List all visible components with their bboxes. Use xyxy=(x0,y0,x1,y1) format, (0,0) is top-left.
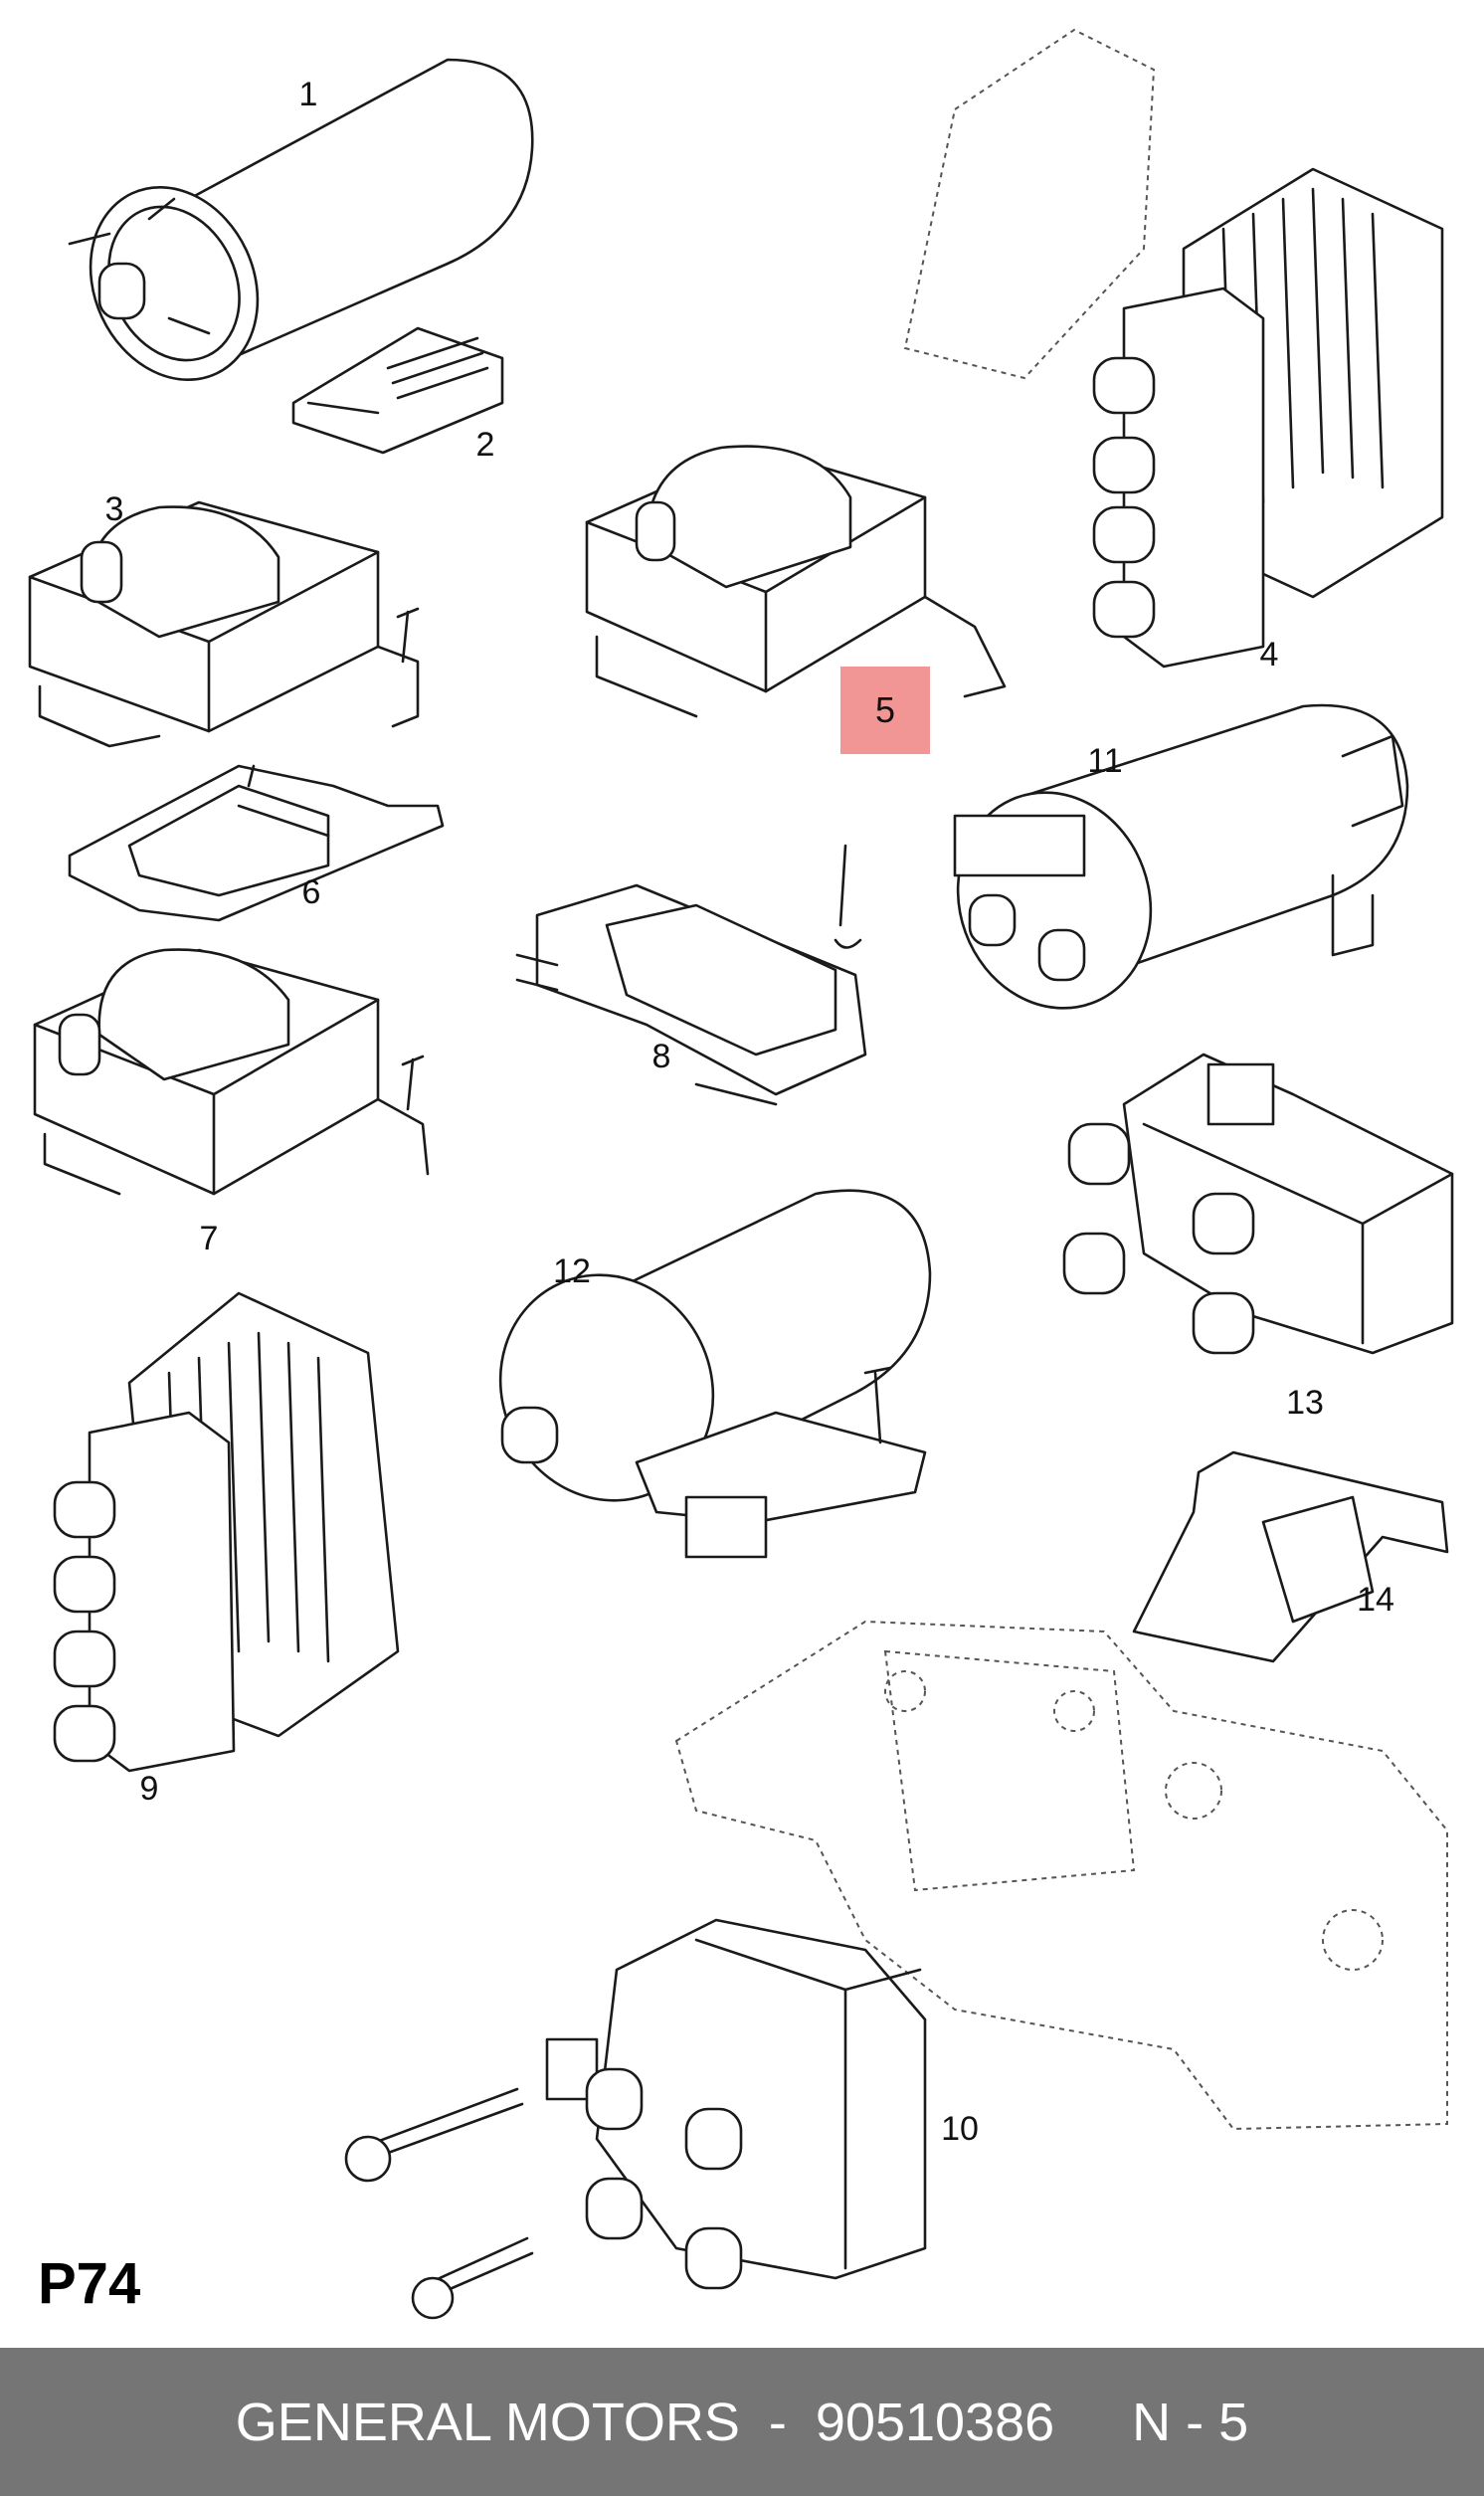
callout-1: 1 xyxy=(298,76,318,113)
part-14-bracket-module xyxy=(1132,1450,1449,1663)
callout-7: 7 xyxy=(199,1220,219,1257)
highlight-part-5 xyxy=(840,667,930,754)
part-6-module-plate xyxy=(68,764,445,922)
footer-bar: GENERAL MOTORS - 90510386 N - 5 xyxy=(0,2348,1484,2496)
part-11-cylinder-coil xyxy=(953,703,1409,1010)
callout-3: 3 xyxy=(104,490,124,528)
footer-position: N - 5 xyxy=(1132,2392,1249,2452)
part-5-square-coil xyxy=(585,445,1007,718)
part-3-square-coil xyxy=(28,500,420,748)
part-1-cylinder-coil xyxy=(68,58,534,382)
callout-12: 12 xyxy=(553,1252,591,1290)
callout-11: 11 xyxy=(1087,742,1123,780)
part-4-dis-coil-pack xyxy=(903,28,1444,669)
callout-8: 8 xyxy=(651,1038,671,1075)
callout-10: 10 xyxy=(941,2110,979,2148)
part-8-ignition-module xyxy=(515,844,867,1106)
callout-4: 4 xyxy=(1259,636,1279,673)
part-2-ignition-module xyxy=(291,326,504,455)
callout-9: 9 xyxy=(139,1770,159,1808)
part-9-dis-coil-pack xyxy=(53,1291,400,1773)
footer-separator: - xyxy=(768,2392,787,2452)
callout-14: 14 xyxy=(1357,1581,1394,1619)
engine-block-outline xyxy=(674,1620,1448,2131)
part-10-coil-pack xyxy=(344,1918,927,2320)
part-7-square-coil xyxy=(33,948,430,1196)
footer-brand: GENERAL MOTORS xyxy=(235,2392,740,2452)
callout-2: 2 xyxy=(475,426,495,464)
callout-5[interactable]: 5 xyxy=(874,689,896,730)
footer-part-number: 90510386 xyxy=(815,2392,1055,2452)
footer-part-label: GENERAL MOTORS - 90510386 xyxy=(236,2392,1054,2453)
sheet-code: P74 xyxy=(38,2251,141,2316)
part-13-coil-pack xyxy=(1062,1053,1454,1355)
exploded-parts-diagram xyxy=(28,28,1454,2320)
part-12-cylinder-coil xyxy=(498,1189,932,1559)
callout-13: 13 xyxy=(1286,1384,1324,1422)
callout-6: 6 xyxy=(301,873,321,911)
